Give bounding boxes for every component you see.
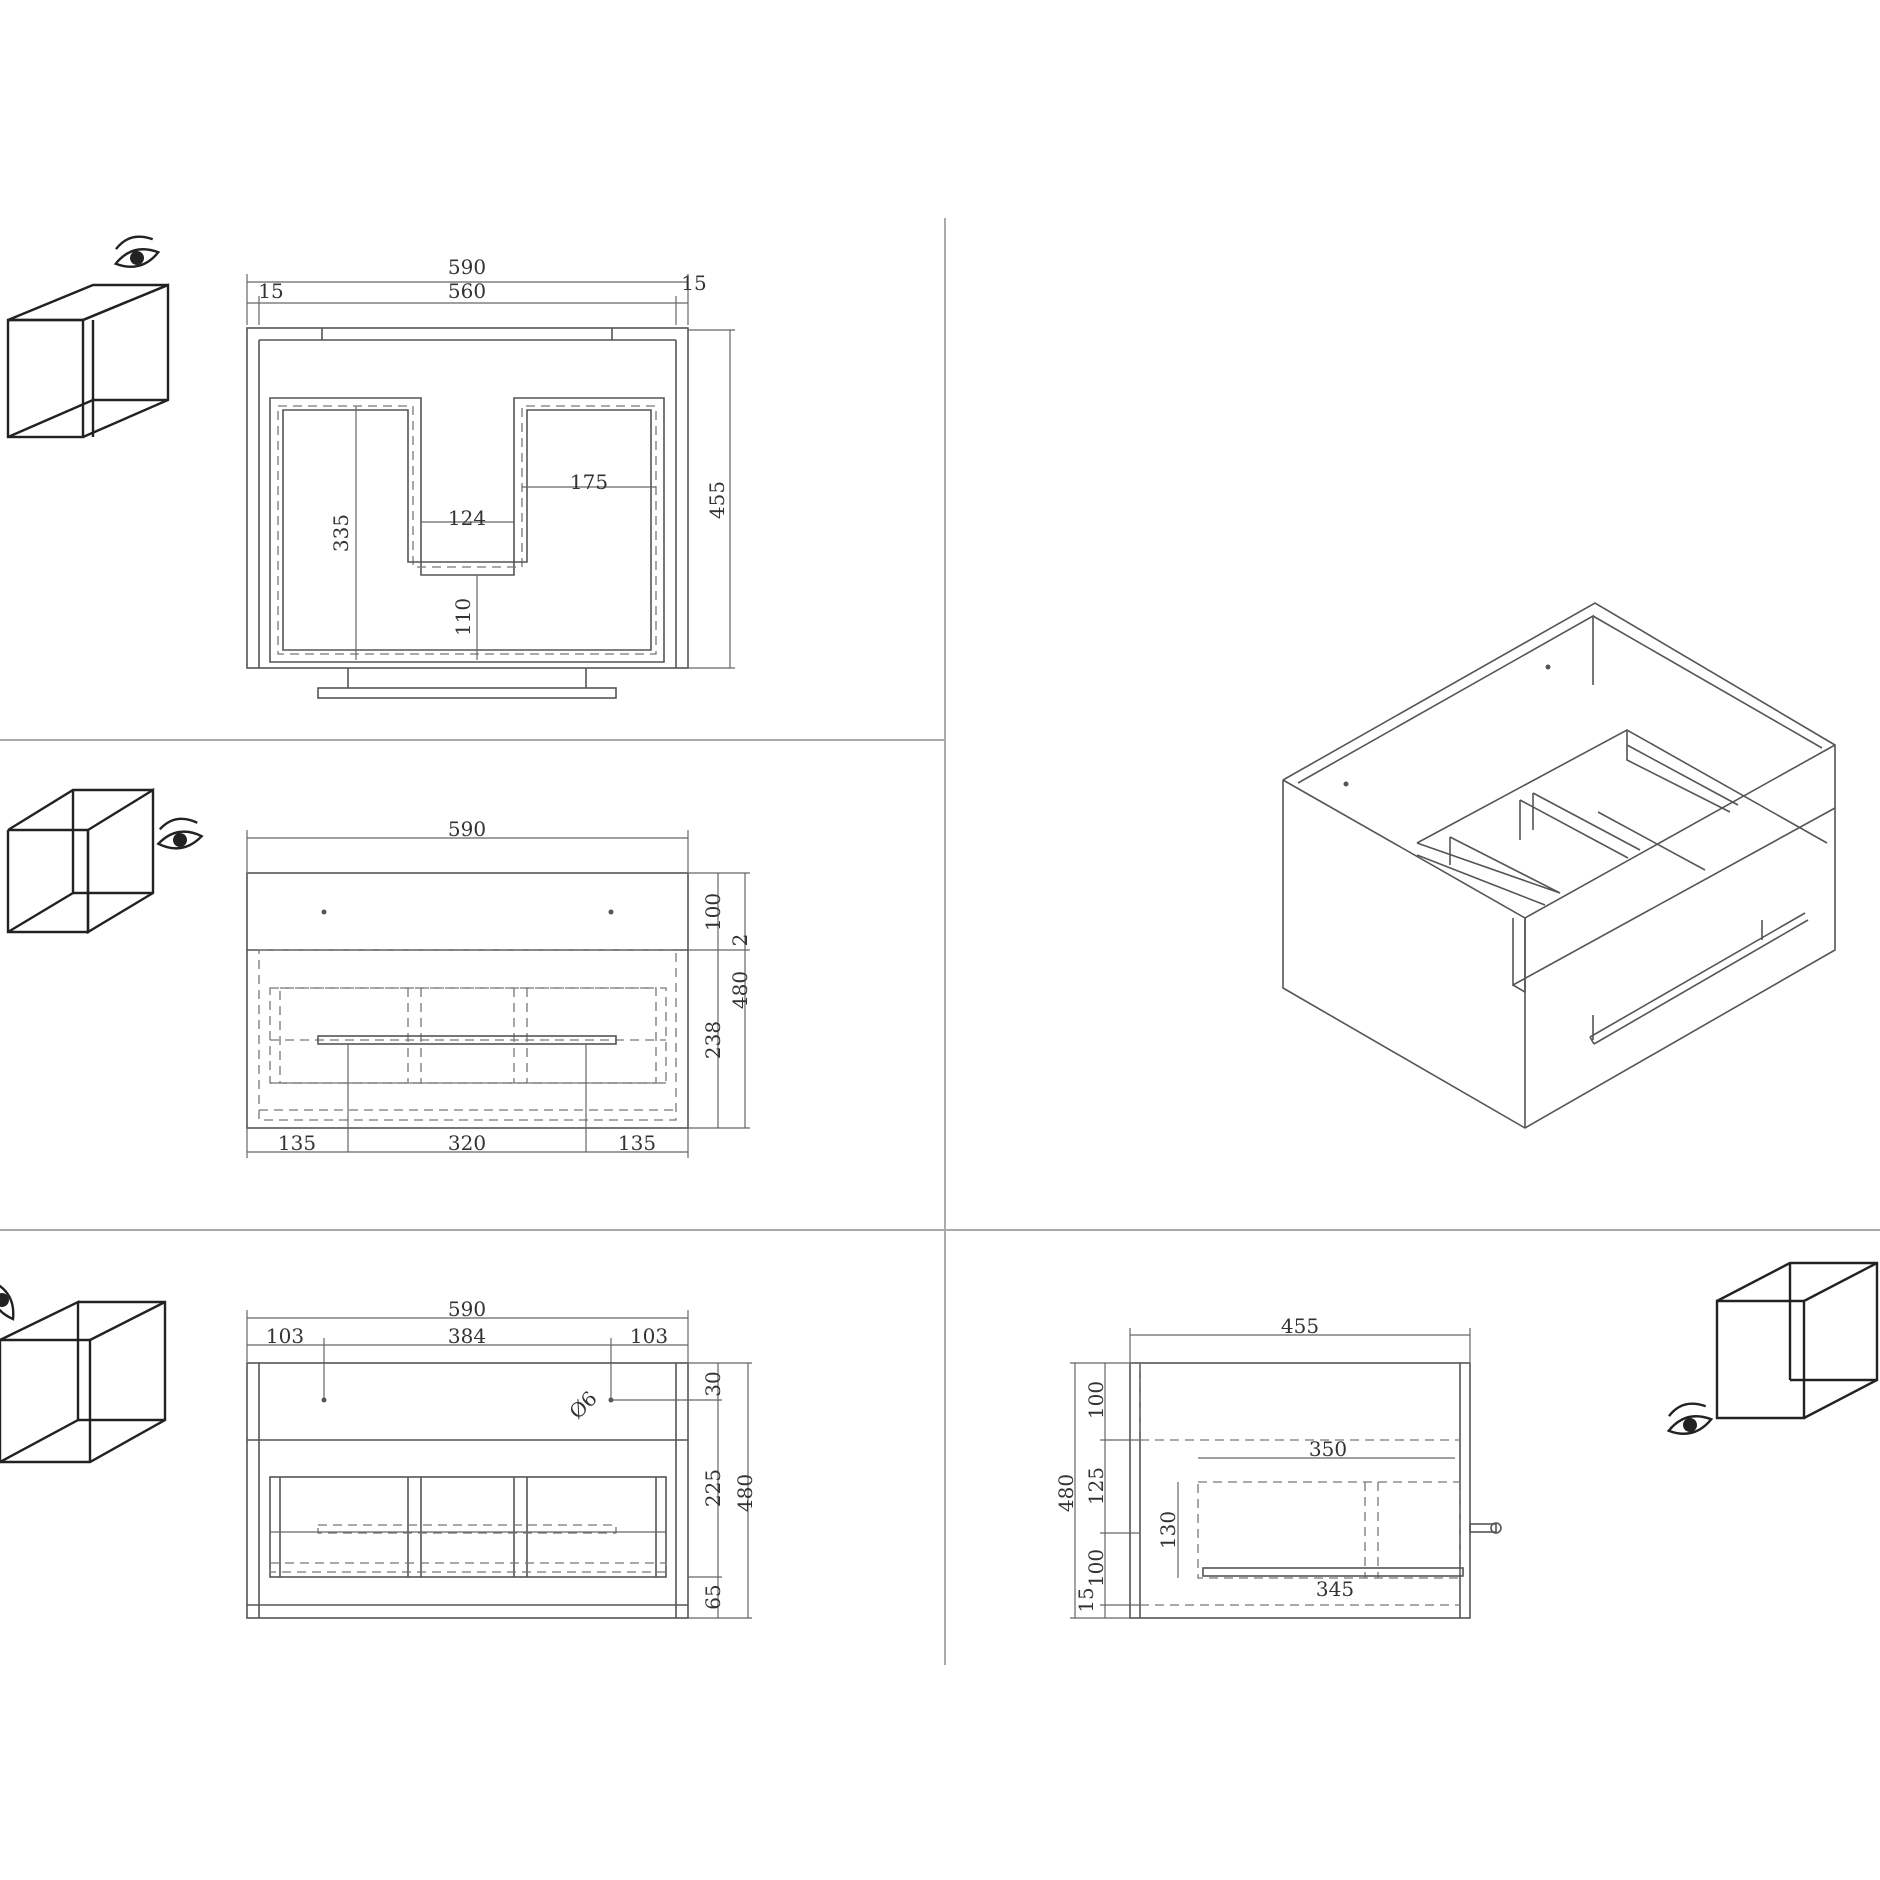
- dim-top-offset: 30: [701, 1371, 725, 1396]
- dim-inner-width: 560: [448, 279, 486, 303]
- back-view-drawing: 590 103 384 103 Ø6 30 225 480 65: [246, 1297, 757, 1619]
- side-view-drawing: 455 480 100 125 100 15 350 130 345: [1054, 1314, 1502, 1619]
- cube-front-face: [6, 318, 85, 439]
- top-view-drawing: 590 15 560 15 455 335 124 175 110: [246, 255, 735, 699]
- panel-dividers: [0, 218, 1880, 1665]
- dim-drawer-height: 238: [701, 1021, 725, 1059]
- dim-height: 480: [1054, 1474, 1078, 1512]
- cube-side-face: [86, 787, 155, 935]
- cube-view-indicator-icon-side: [1715, 1261, 1879, 1420]
- dim-height: 480: [728, 971, 752, 1009]
- eye-icon: [156, 817, 204, 850]
- dim-bottom-offset: 65: [701, 1584, 725, 1609]
- cube-view-indicator-icon-back: [0, 1300, 167, 1464]
- dim-top-rail: 100: [1084, 1381, 1108, 1419]
- cube-view-indicator-icon-top: [6, 283, 170, 439]
- eye-icon: [0, 1279, 15, 1321]
- cube-top-face: [7, 283, 169, 322]
- dim-handle-right: 135: [618, 1131, 656, 1155]
- dim-left-panel: 15: [258, 279, 283, 303]
- dim-gap: 2: [728, 934, 752, 947]
- dim-top-rail: 100: [701, 893, 725, 931]
- dim-hole-right: 103: [630, 1324, 668, 1348]
- dim-height: 480: [733, 1474, 757, 1512]
- dim-drawer-height: 130: [1156, 1511, 1180, 1549]
- dim-hole-diameter: Ø6: [564, 1386, 602, 1424]
- dim-base-15: 15: [1074, 1587, 1098, 1612]
- cube-view-indicator-icon-front: [6, 787, 155, 935]
- dim-drawer-bottom: 345: [1316, 1577, 1354, 1601]
- dim-mid-height: 225: [701, 1469, 725, 1507]
- front-view-drawing: 590 100 2 480 238 135 320 135: [246, 817, 752, 1158]
- dim-depth: 455: [705, 481, 729, 519]
- dim-lower-100: 100: [1084, 1549, 1108, 1587]
- dim-overall-width: 590: [448, 255, 486, 279]
- cube-back-face: [0, 1300, 80, 1464]
- dim-depth: 455: [1281, 1314, 1319, 1338]
- dim-drawer-depth: 335: [329, 514, 353, 552]
- dim-drawer-depth-350: 350: [1309, 1437, 1347, 1461]
- dim-hole-left: 103: [266, 1324, 304, 1348]
- dim-right-panel: 15: [681, 271, 706, 295]
- eye-icon: [113, 235, 161, 268]
- dim-drawer-side: 175: [570, 470, 608, 494]
- dim-hole-span: 384: [448, 1324, 486, 1348]
- dim-overall-width: 590: [448, 1297, 486, 1321]
- dim-cutout-rear: 110: [451, 598, 475, 636]
- dim-handle-left: 135: [278, 1131, 316, 1155]
- dim-gap-125: 125: [1084, 1467, 1108, 1505]
- eye-icon: [1666, 1402, 1714, 1435]
- dim-overall-width: 590: [448, 817, 486, 841]
- isometric-cabinet: [1282, 602, 1836, 1129]
- dim-cutout-width: 124: [448, 506, 486, 530]
- dim-handle-span: 320: [448, 1131, 486, 1155]
